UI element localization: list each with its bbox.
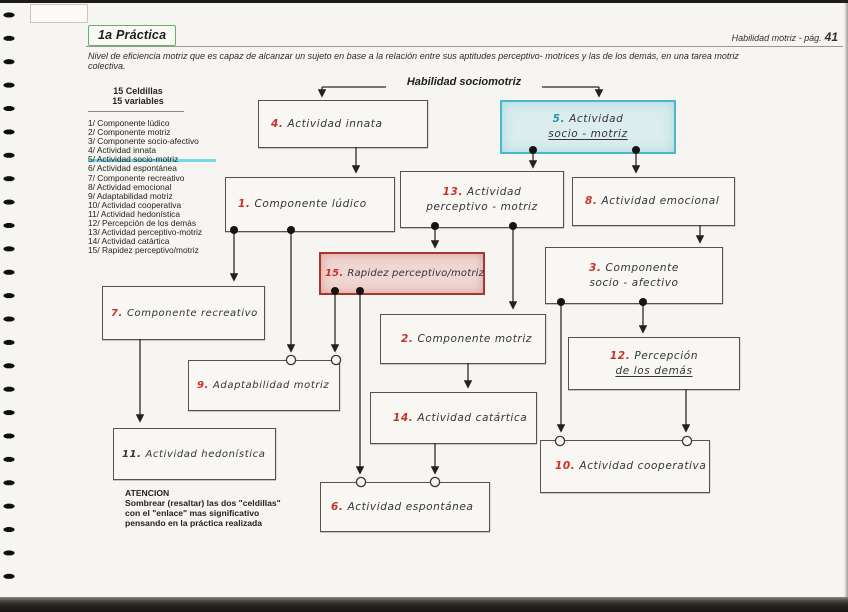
cell-label-line2: socio - motriz [548,128,628,140]
practice-title-text: 1a Práctica [98,28,167,42]
attention-line2: con el "enlace" mas significativo [125,508,260,518]
box-13-actividad-perceptivo-motriz: 13.Actividad perceptivo - motriz [400,171,564,228]
cell-label: Actividad emocional [601,195,720,207]
cell-number: 2. [401,332,414,345]
header-rule [86,46,843,47]
page-header-right: Habilidad motriz - pág.41 [732,30,838,44]
page-number: 41 [824,30,838,44]
cell-label: Rapidez perceptivo/motriz [347,268,485,279]
box-7-componente-recreativo: 7.Componente recreativo [102,286,265,340]
header-right-text: Habilidad motriz - pág. [731,33,822,43]
list-item: 3/ Componente socio-afectivo [88,136,199,147]
cell-number: 13. [442,185,464,198]
attention-line3: pensando en la práctica realizada [125,518,263,528]
attention-line1: Sombrear (resaltar) las dos "celdillas" [125,498,281,508]
cell-number: 14. [393,411,414,424]
legend-list: 1/ Componente lúdico 2/ Componente motri… [88,118,216,256]
cell-number: 7. [111,307,123,319]
diagram-root-label: Habilidad sociomotriz [386,76,542,88]
list-item: 6/ Actividad espontánea [88,163,177,174]
list-item: 15/ Rapidez perceptivo/motriz [88,245,199,256]
box-11-actividad-hedonistica: 11.Actividad hedonística [113,428,276,480]
box-12-percepcion-de-los-demas: 12.Percepción de los demás [568,337,740,390]
box-5-actividad-socio-motriz-highlighted: 5.Actividad socio - motriz [500,100,676,154]
cell-number: 10. [555,460,576,472]
cell-label: Componente motriz [417,332,532,345]
list-item: 1/ Componente lúdico [88,118,170,128]
cell-label: Percepción [634,349,699,362]
list-item: 11/ Actividad hedonística [88,208,181,219]
legend-rule [88,111,184,112]
definition-text: Nivel de eficiencia motriz que es capaz … [88,51,842,71]
cell-number: 8. [585,195,598,207]
definition-line2: colectiva. [88,61,126,71]
box-1-componente-ludico: 1.Componente lúdico [225,177,395,232]
cell-number: 9. [197,380,209,391]
list-item: 10/ Actividad cooperativa [88,199,182,210]
cell-number: 5. [552,113,566,125]
spiral-binding [0,4,22,596]
cell-label-line2: perceptivo - motriz [426,200,538,213]
list-item: 8/ Actividad emocional [88,181,172,192]
box-4-actividad-innata: 4.Actividad innata [258,100,428,148]
attention-heading: ATENCION [125,488,170,498]
legend-heading: 15 Celdillas 15 variables [112,86,164,106]
cell-label: Actividad cooperativa [579,460,707,472]
cell-label: Actividad innata [287,117,383,130]
cell-label: Adaptabilidad motriz [212,380,330,391]
list-item-highlighted: 5/ Actividad socio-motriz [88,155,216,165]
cell-number: 6. [331,500,344,513]
list-item: 13/ Actividad perceptivo-motriz [88,227,203,238]
cell-label: Componente [605,261,679,274]
box-2-componente-motriz: 2.Componente motriz [380,314,546,364]
scan-edge-bottom [0,597,848,612]
cell-label: Actividad catártica [417,411,528,424]
cell-label: Componente lúdico [254,198,367,210]
list-item: 14/ Actividad catártica [88,236,170,247]
definition-line1: Nivel de eficiencia motriz que es capaz … [88,51,739,61]
box-10-actividad-cooperativa: 10.Actividad cooperativa [540,440,710,493]
list-item: 2/ Componente motriz [88,127,171,138]
box-14-actividad-catartica: 14.Actividad catártica [370,392,537,444]
cell-label: Actividad [569,113,624,125]
cell-number: 15. [325,268,344,279]
cell-number: 1. [238,198,251,210]
cell-number: 11. [122,448,142,460]
cell-label: Actividad hedonística [145,448,266,460]
list-item: 7/ Componente recreativo [88,172,185,183]
box-8-actividad-emocional: 8.Actividad emocional [572,177,735,226]
practice-title: 1a Práctica [88,25,177,46]
list-item: 9/ Adaptabilidad motriz [88,190,173,201]
cell-number: 4. [271,117,284,130]
scan-edge-right [844,0,848,612]
cell-label-line2: de los demás [615,364,693,377]
cell-label-line2: socio - afectivo [589,276,679,289]
cell-label: Componente recreativo [126,307,258,319]
scan-edge-top [0,0,848,3]
attention-note: ATENCION Sombrear (resaltar) las dos "ce… [125,488,305,528]
box-15-rapidez-perceptivo-motriz-highlighted: 15.Rapidez perceptivo/motriz [319,252,485,295]
box-6-actividad-espontanea: 6.Actividad espontánea [320,482,490,532]
corner-label-box [30,4,88,23]
box-9-adaptabilidad-motriz: 9.Adaptabilidad motriz [188,360,340,411]
cell-number: 12. [609,349,631,362]
list-item: 4/ Actividad innata [88,145,156,156]
box-3-componente-socio-afectivo: 3.Componente socio - afectivo [545,247,723,304]
variables-legend: 15 Celdillas 15 variables 1/ Componente … [88,86,218,255]
cell-label: Actividad espontánea [347,500,474,513]
cell-number: 3. [589,261,602,274]
cell-label: Actividad [467,185,522,198]
list-item: 12/ Percepción de los demás [88,218,197,229]
